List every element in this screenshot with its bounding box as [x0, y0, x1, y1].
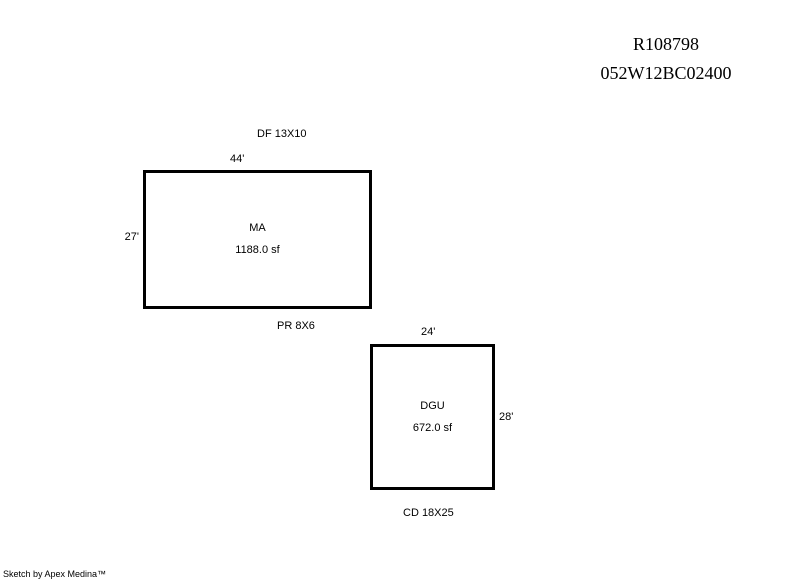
building-code-ma: MA: [249, 222, 266, 234]
dimension-ma-width: 44': [230, 153, 245, 165]
parcel-number: 052W12BC02400: [600, 63, 732, 83]
annotation-df: DF 13X10: [257, 128, 307, 140]
building-outline-ma: MA 1188.0 sf: [143, 170, 372, 309]
building-area-ma: 1188.0 sf: [235, 244, 280, 256]
building-area-dgu: 672.0 sf: [412, 421, 453, 434]
sketch-credit: Sketch by Apex Medina™: [3, 569, 107, 579]
dimension-dgu-height: 28': [499, 411, 514, 423]
record-number: R108798: [632, 34, 699, 54]
annotation-pr: PR 8X6: [277, 320, 315, 332]
building-code-dgu: DGU: [420, 399, 445, 412]
annotation-cd: CD 18X25: [403, 507, 454, 519]
dimension-ma-height: 27': [124, 231, 139, 243]
building-outline-dgu: DGU 672.0 sf: [370, 344, 495, 490]
dimension-dgu-width: 24': [421, 326, 436, 338]
header-block: R108798 052W12BC02400: [546, 30, 786, 88]
